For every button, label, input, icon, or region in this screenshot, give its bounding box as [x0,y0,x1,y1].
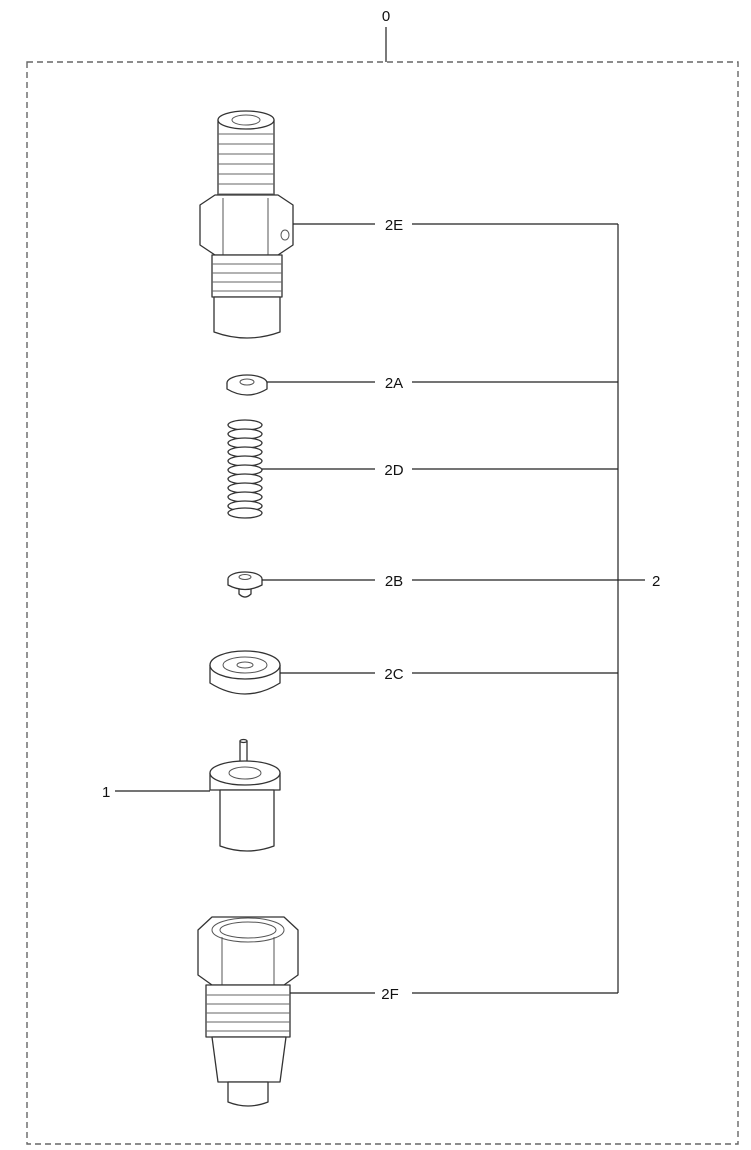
spacer-icon [209,650,281,695]
washer-icon [226,374,268,396]
part-label-2C: 2C [384,666,403,683]
part-label-1: 1 [102,784,110,801]
nozzle-nut-icon [197,916,299,1107]
assembly-label: 0 [382,8,390,25]
injector-holder-body-icon [199,110,294,339]
part-label-2D: 2D [384,462,403,479]
nozzle-icon [209,738,281,852]
part-label-2F: 2F [381,986,399,1003]
group-label: 2 [652,573,660,590]
assembly-boundary [26,61,739,1145]
spring-icon [227,419,263,519]
part-label-2A: 2A [385,375,403,392]
part-label-2E: 2E [385,217,403,234]
pressure-pin-icon [227,571,263,598]
group-bracket [617,224,645,993]
part-label-2B: 2B [385,573,403,590]
